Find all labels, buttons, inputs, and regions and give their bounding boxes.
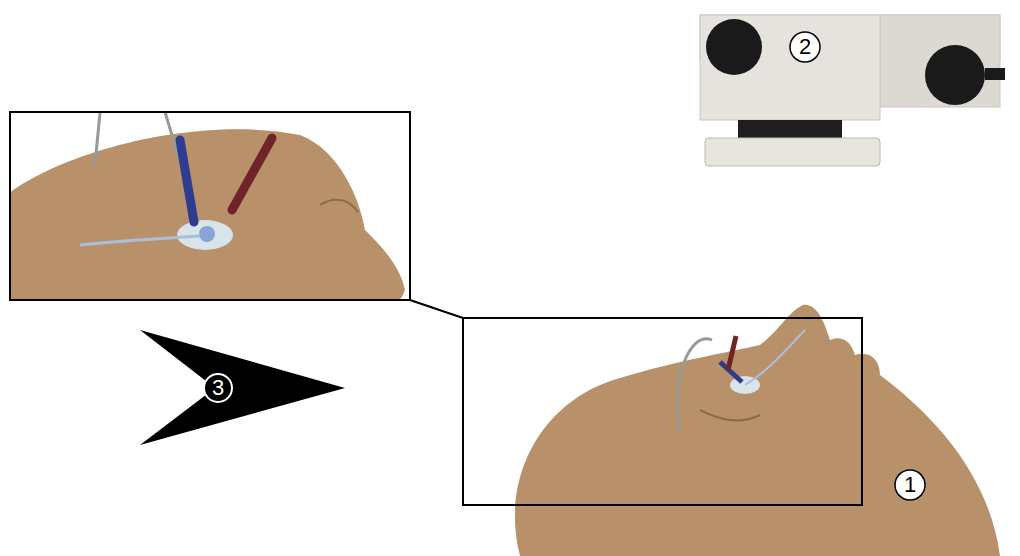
callout-number: 1 <box>895 470 925 500</box>
patient-head <box>515 305 1000 556</box>
callout-circle <box>895 470 925 500</box>
zoom-frame <box>463 318 862 505</box>
callout-number: 2 <box>790 32 820 62</box>
leader-line <box>410 300 463 318</box>
inset-head <box>10 112 410 300</box>
surgical-microscope <box>700 15 1005 166</box>
inset-frame <box>10 112 410 300</box>
callout-circle <box>204 374 232 402</box>
callout-number: 3 <box>203 373 233 403</box>
callout-circle <box>790 32 820 62</box>
direction-arrow <box>140 330 345 445</box>
